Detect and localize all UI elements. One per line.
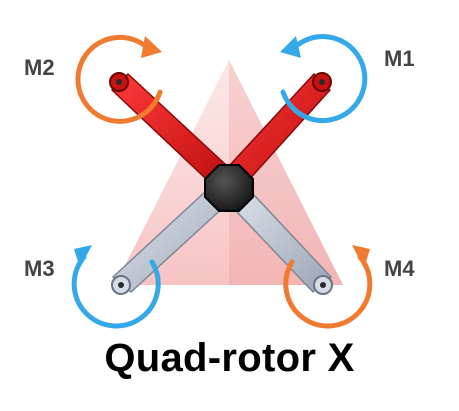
motor-hub-m1 (312, 72, 332, 92)
motor-hub-m2 (109, 72, 129, 92)
rotation-arrow-m4 (283, 245, 373, 329)
motor-label-m1: M1 (384, 46, 415, 71)
motor-label-m2: M2 (24, 55, 55, 80)
rotation-arrow-m3 (71, 245, 161, 329)
rotation-arrow-m1 (280, 34, 368, 124)
octagon-body-icon (204, 164, 254, 212)
diagram-title: Quad-rotor X (104, 336, 355, 380)
rotation-arrow-m2 (75, 34, 163, 124)
motor-hub-m3 (111, 275, 131, 295)
motor-label-m3: M3 (24, 256, 55, 281)
motor-label-m4: M4 (384, 256, 415, 281)
motor-hub-m4 (313, 275, 333, 295)
